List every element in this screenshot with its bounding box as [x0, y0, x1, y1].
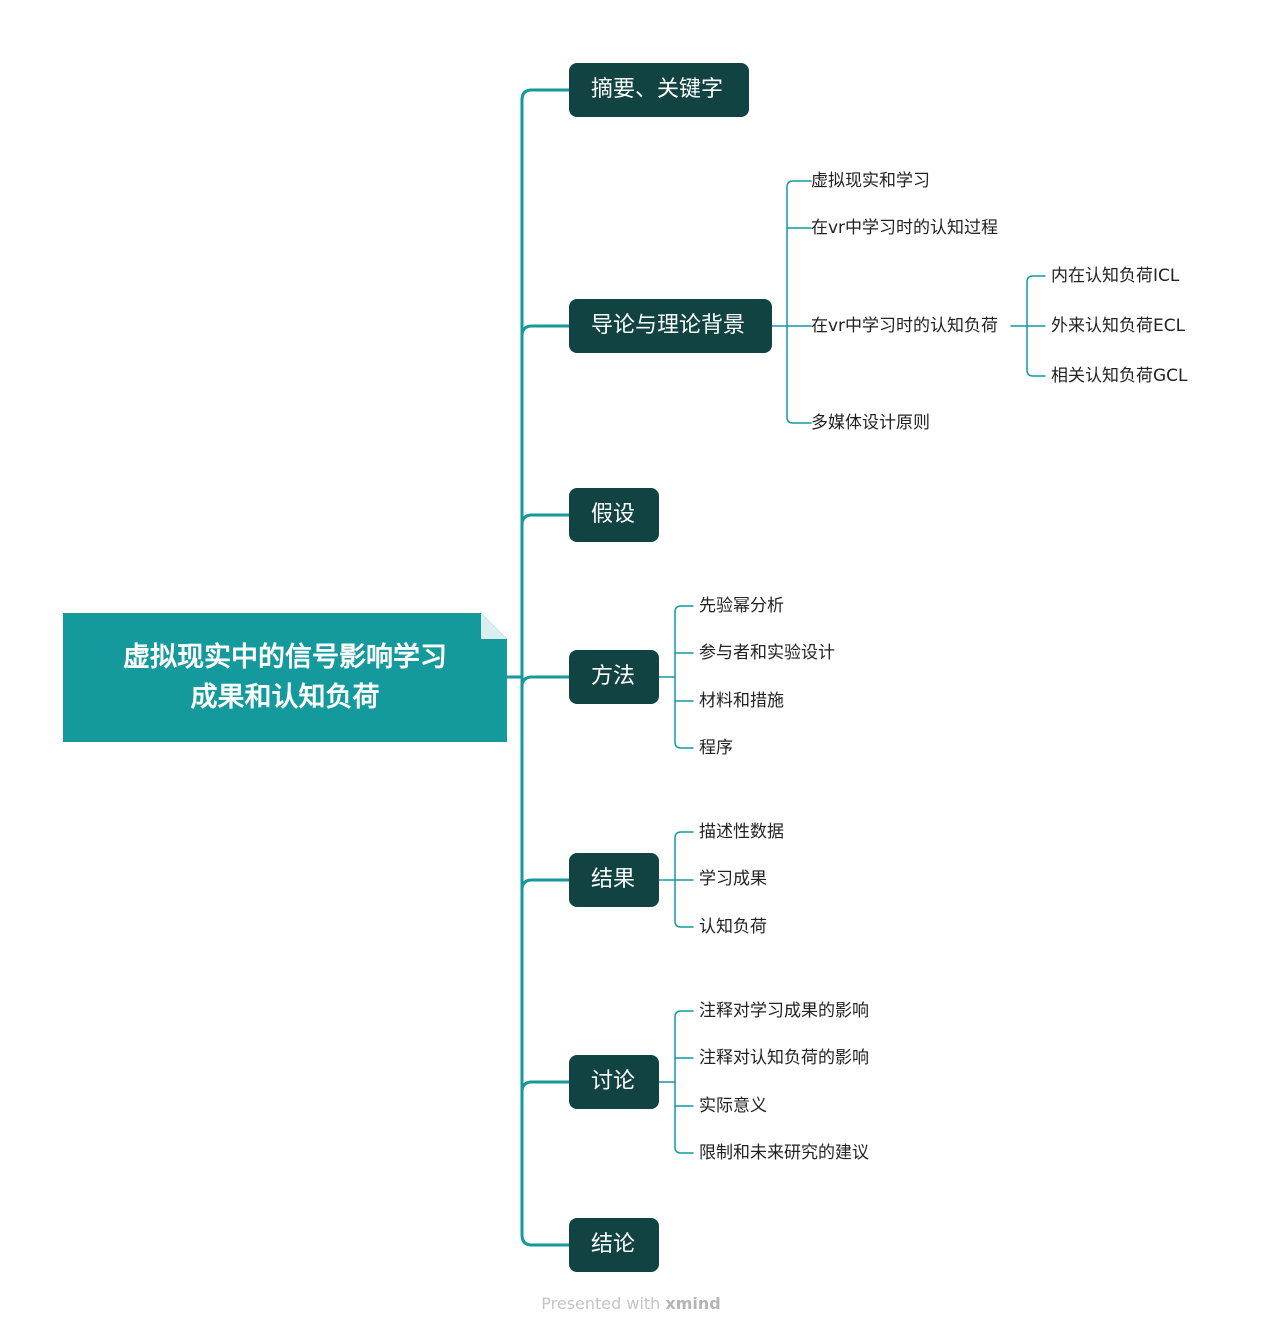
subtopic-annotation-learning[interactable]: 注释对学习成果的影响 — [699, 1001, 869, 1021]
connector-topic-0 — [520, 324, 571, 338]
subtopic-practical-implications[interactable]: 实际意义 — [699, 1096, 767, 1116]
topic-hypothesis[interactable]: 假设 — [569, 488, 659, 542]
subtopic-vr-and-learning[interactable]: 虚拟现实和学习 — [811, 171, 930, 191]
connector-topic-3 — [520, 878, 571, 892]
connector-results-bracket — [674, 831, 694, 928]
connector-discussion-bracket — [674, 1010, 694, 1154]
connector-method-bracket — [674, 605, 694, 749]
central-topic[interactable]: 虚拟现实中的信号影响学习 成果和认知负荷 — [63, 613, 507, 742]
topic-results[interactable]: 结果 — [569, 853, 659, 907]
subtopic-cognitive-load-result[interactable]: 认知负荷 — [699, 917, 767, 937]
subtopic-cognitive-process[interactable]: 在vr中学习时的认知过程 — [811, 218, 999, 238]
topic-method[interactable]: 方法 — [569, 650, 659, 704]
topic-conclusion[interactable]: 结论 — [569, 1218, 659, 1272]
subtopic-descriptive-data[interactable]: 描述性数据 — [699, 822, 784, 842]
subtopic-annotation-load[interactable]: 注释对认知负荷的影响 — [699, 1048, 869, 1068]
connector-topic-4 — [520, 1080, 571, 1094]
connector-trunk — [520, 88, 571, 1247]
topic-introduction-background[interactable]: 导论与理论背景 — [569, 299, 772, 353]
central-topic-line-2: 成果和认知负荷 — [190, 681, 380, 713]
topic-discussion[interactable]: 讨论 — [569, 1055, 659, 1109]
topic-abstract-keywords[interactable]: 摘要、关键字 — [569, 63, 749, 117]
connector-intro-bracket — [786, 180, 812, 424]
subtopic-materials-measures[interactable]: 材料和措施 — [699, 691, 784, 711]
subtopic-icl[interactable]: 内在认知负荷ICL — [1051, 266, 1180, 286]
connector-topic-1 — [520, 513, 571, 527]
subtopic-cognitive-load[interactable]: 在vr中学习时的认知负荷 — [811, 316, 999, 336]
central-topic-line-1: 虚拟现实中的信号影响学习 — [123, 641, 447, 673]
subtopic-participants-design[interactable]: 参与者和实验设计 — [699, 643, 835, 663]
connector-topic-2 — [520, 675, 571, 689]
subtopic-procedure[interactable]: 程序 — [699, 738, 733, 758]
watermark: Presented with xmind — [541, 1294, 721, 1313]
subtopic-limitations-future[interactable]: 限制和未来研究的建议 — [699, 1143, 869, 1163]
subtopic-gcl[interactable]: 相关认知负荷GCL — [1051, 366, 1188, 386]
subtopic-learning-outcomes[interactable]: 学习成果 — [699, 869, 767, 889]
subtopic-power-analysis[interactable]: 先验幂分析 — [699, 596, 784, 616]
subtopic-multimedia-principles[interactable]: 多媒体设计原则 — [811, 413, 930, 433]
subtopic-ecl[interactable]: 外来认知负荷ECL — [1051, 316, 1186, 336]
